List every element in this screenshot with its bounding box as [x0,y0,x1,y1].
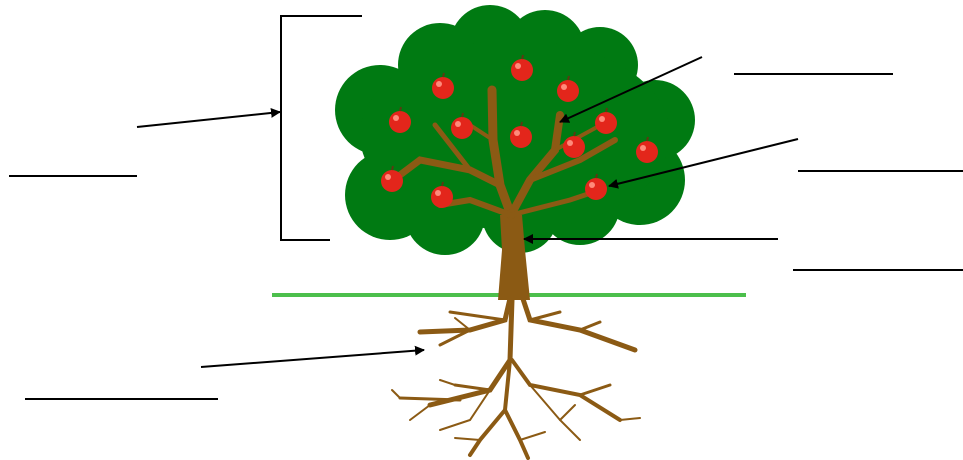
apple [557,75,579,102]
crown-pointer-arrow [136,107,281,128]
tree-trunk [498,215,530,300]
tree-canopy [335,5,695,255]
apple [511,54,533,81]
apple [563,131,585,158]
branch-pointer-arrow [559,56,703,123]
tree-roots [391,287,641,460]
tree-apples [381,54,658,208]
apple [595,107,617,134]
apple [585,173,607,200]
apple [381,165,403,192]
apple [389,106,411,133]
apple [431,181,453,208]
apple [636,136,658,163]
apple [510,121,532,148]
apple [451,112,473,139]
fruit-pointer-arrow [608,138,799,189]
apple [432,72,454,99]
roots-pointer-arrow [200,345,425,368]
crown-bracket [280,15,362,241]
